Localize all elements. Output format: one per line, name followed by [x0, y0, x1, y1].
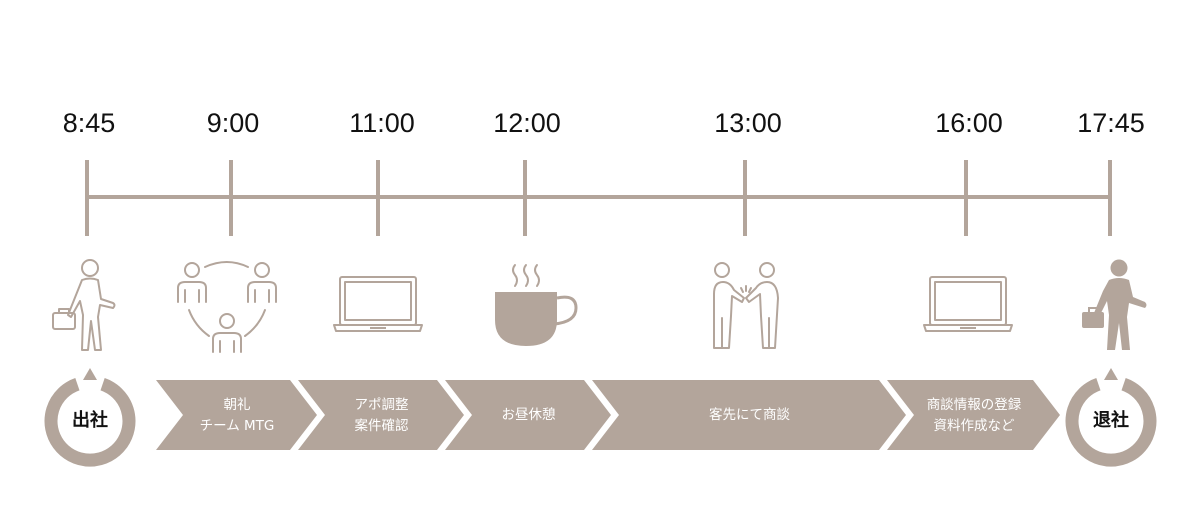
activity-label-line: チーム MTG [199, 418, 275, 434]
activity-label-line: アポ調整 [354, 397, 409, 413]
activity-label-5: 商談情報の登録 資料作成など [914, 395, 1034, 437]
activity-label-line: 資料作成など [933, 418, 1015, 434]
end-label: 退社 [1093, 410, 1129, 431]
activity-label-3: お昼休憩 [501, 407, 556, 423]
activity-label-line: 商談情報の登録 [926, 397, 1022, 413]
activity-arrow-5 [887, 380, 1060, 450]
laptop-icon [923, 276, 1013, 332]
time-label-0900: 9:00 [206, 108, 260, 138]
time-label-1300: 13:00 [714, 108, 782, 138]
activity-label-line: 朝礼 [223, 397, 251, 413]
start-cycle-icon [44, 368, 136, 467]
time-label-0845: 8:45 [62, 108, 116, 138]
activity-arrow-3 [445, 380, 611, 450]
walking-out-icon [1082, 259, 1147, 350]
time-label-1600: 16:00 [935, 108, 1003, 138]
time-label-1200: 12:00 [493, 108, 561, 138]
activity-label-line: 案件確認 [354, 418, 409, 434]
coffee-cup-icon [495, 264, 578, 346]
commuter-icon [52, 259, 116, 351]
activity-label-2: アポ調整 案件確認 [325, 395, 438, 437]
activity-arrow-4 [592, 380, 906, 450]
activity-arrow-1 [156, 380, 317, 450]
activity-arrow-2 [298, 380, 464, 450]
laptop-icon [333, 276, 423, 332]
activity-label-1: 朝礼 チーム MTG [183, 395, 291, 437]
handshake-icon [713, 262, 779, 349]
activity-label-4: 客先にて商談 [709, 407, 790, 423]
time-label-1100: 11:00 [349, 108, 415, 138]
end-cycle-icon [1065, 368, 1157, 467]
start-label: 出社 [72, 410, 108, 431]
time-label-1745: 17:45 [1077, 108, 1145, 138]
meeting-icon [177, 261, 277, 353]
